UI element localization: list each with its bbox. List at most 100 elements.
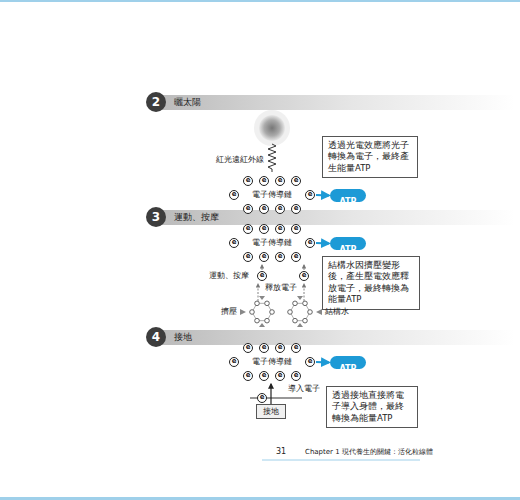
sun: [259, 115, 285, 141]
page-rule: [0, 0, 520, 2]
label: 31: [276, 447, 286, 457]
section-number: 3: [146, 207, 166, 227]
electron: e: [299, 271, 309, 281]
molecule-atom: [293, 318, 298, 323]
molecule-atom: [303, 301, 308, 306]
release-arrow: [262, 265, 263, 270]
atp-label: ATP: [340, 197, 357, 206]
electron: e: [291, 204, 301, 214]
electron: e: [259, 204, 269, 214]
connector: [270, 384, 271, 404]
electron: e: [229, 238, 239, 248]
chain-label: 電子傳導鏈: [228, 342, 316, 382]
section-header: 3運動、按摩: [152, 210, 515, 225]
electron: e: [243, 224, 253, 234]
pressure-mark: [297, 296, 303, 300]
electron-transport-chain: 電子傳導鏈: [228, 342, 316, 382]
molecule-atom: [270, 310, 275, 315]
node-text: 接地: [263, 407, 279, 416]
molecule-atom: [255, 301, 260, 306]
electron: e: [291, 224, 301, 234]
note-box: 結構水因擠壓變形後，產生壓電效應釋放電子，最終轉換為能量ATP: [322, 256, 420, 310]
electron: e: [291, 371, 301, 381]
electron: e: [275, 343, 285, 353]
pressure-mark: [297, 323, 303, 327]
footer-rule: [262, 460, 420, 461]
connector: [316, 242, 329, 245]
release-arrow: [258, 284, 259, 301]
electron: e: [259, 252, 269, 262]
electron-transport-chain: 電子傳導鏈: [228, 175, 316, 215]
electron: e: [291, 176, 301, 186]
label: Chapter 1 現代養生的關鍵：活化粒線體: [305, 447, 433, 457]
electron: e: [275, 176, 285, 186]
node-text: 透過光電效應將光子轉換為電子，最終產生能量ATP: [328, 140, 409, 173]
electron: e: [259, 224, 269, 234]
electron: e: [275, 252, 285, 262]
electron: e: [243, 343, 253, 353]
molecule-atom: [265, 318, 270, 323]
note-box: 透過接地直接將電子導入身體，最終轉換為能量ATP: [326, 386, 418, 428]
pressure-mark: [259, 296, 265, 300]
electron: e: [243, 252, 253, 262]
molecule-atom: [255, 318, 260, 323]
section-title: 運動、按摩: [174, 210, 219, 225]
electron: e: [243, 204, 253, 214]
section-header: 2曬太陽: [152, 95, 515, 110]
note-box: 透過光電效應將光子轉換為電子，最終產生能量ATP: [322, 136, 418, 178]
electron: e: [291, 343, 301, 353]
chain-label: 電子傳導鏈: [228, 223, 316, 263]
molecule-ring: [290, 303, 310, 320]
structured-water: [240, 265, 322, 327]
release-arrow: [304, 284, 305, 301]
molecule-atom: [308, 310, 313, 315]
molecule-atom: [250, 310, 255, 315]
connector: [316, 361, 329, 364]
molecule-atom: [303, 318, 308, 323]
release-arrow: [304, 265, 305, 270]
electron: e: [257, 271, 267, 281]
electron: e: [243, 371, 253, 381]
molecule-ring: [252, 303, 272, 320]
page-rule: [0, 497, 520, 500]
label: 紅光遠紅外線: [216, 155, 264, 165]
label: 運動、按摩: [209, 271, 249, 281]
atp-pill: ATP: [330, 189, 366, 202]
electron: e: [259, 343, 269, 353]
electron: e: [305, 190, 315, 200]
pressure-mark: [259, 323, 265, 327]
electron: e: [229, 357, 239, 367]
section-number: 2: [146, 92, 166, 112]
molecule-atom: [265, 301, 270, 306]
connector: [316, 194, 329, 197]
electron: e: [243, 176, 253, 186]
label: 結構水: [325, 307, 349, 317]
electron: e: [291, 252, 301, 262]
electron: e: [305, 238, 315, 248]
electron: e: [257, 393, 267, 403]
section-number: 4: [146, 327, 166, 347]
electron: e: [229, 190, 239, 200]
sun-glow: [254, 110, 290, 146]
light-wave: [268, 144, 276, 172]
label: 釋放電子: [265, 283, 297, 293]
electron-transport-chain: 電子傳導鏈: [228, 223, 316, 263]
node-text: 透過接地直接將電子導入身體，最終轉換為能量ATP: [332, 390, 404, 423]
section-title: 曬太陽: [174, 95, 201, 110]
molecule-atom: [288, 310, 293, 315]
pressure-mark: [316, 309, 322, 315]
electron: e: [305, 357, 315, 367]
atp-pill: ATP: [330, 356, 366, 369]
electron: e: [259, 176, 269, 186]
atp-label: ATP: [340, 245, 357, 254]
electron: e: [275, 204, 285, 214]
atp-label: ATP: [340, 364, 357, 373]
label: 擠壓: [221, 307, 237, 317]
ground-box: 接地: [256, 404, 286, 419]
section-title: 接地: [174, 330, 192, 345]
chain-label: 電子傳導鏈: [228, 175, 316, 215]
section-header: 4接地: [152, 330, 515, 345]
electron: e: [275, 224, 285, 234]
electron: e: [275, 371, 285, 381]
